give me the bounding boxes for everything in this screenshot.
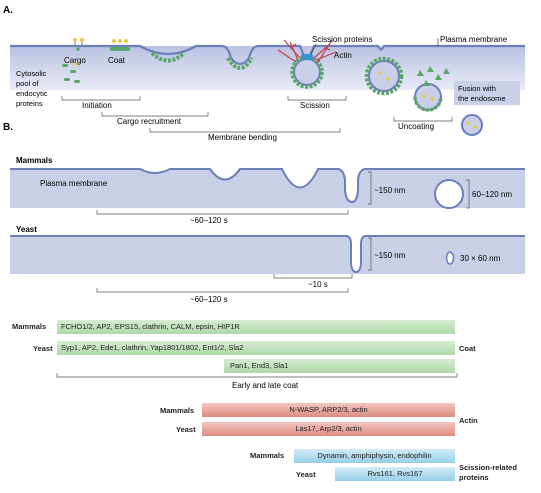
fusion-box: [454, 81, 520, 105]
scission-label-1: Scission-related: [459, 463, 517, 472]
mammals-time: ~60–120 s: [190, 216, 228, 225]
coat-cluster: [110, 39, 130, 51]
actin-mammals-species: Mammals: [160, 406, 195, 415]
deep-pit-coat: [226, 56, 254, 70]
coat-bracket-label: Early and late coat: [232, 381, 299, 390]
actin-label: Actin: [459, 416, 478, 425]
cargo-molecules: [73, 38, 84, 51]
yeast-dimension-marks: [96, 237, 372, 293]
coated-vesicle: [364, 56, 404, 96]
coat-yeast-species: Yeast: [33, 344, 53, 353]
panel-b-label: B.: [3, 122, 13, 133]
panel-a-brackets: [61, 96, 453, 133]
actin-filaments-icon: [277, 39, 337, 63]
mammals-neck-length: ~150 nm: [374, 186, 406, 195]
mammals-membrane: [10, 168, 525, 209]
actin-mammals-bar: N-WASP, ARP2/3, actin: [202, 403, 455, 417]
fusion-label-1: Fusion with: [458, 84, 496, 93]
mammals-vesicle-size: 60–120 nm: [472, 190, 512, 199]
cytosolic-label-2: pool of: [16, 79, 39, 88]
cytosolic-label-1: Cytosolic: [16, 69, 47, 78]
fusion-label-2: the endosome: [458, 94, 506, 103]
actin-yeast-species: Yeast: [176, 425, 196, 434]
pit-coat: [150, 51, 186, 63]
cytosolic-pool-icon: [62, 62, 80, 83]
uncoating-vesicle: [413, 83, 443, 112]
scission-proteins-label: Scission proteins: [312, 35, 372, 44]
cytosolic-label-4: proteins: [16, 99, 43, 108]
coat-yeast-bar: Syp1, AP2, Ede1, clathrin, Yap1801/1802,…: [57, 341, 455, 355]
plasma-membrane-label-a: Plasma membrane: [440, 35, 508, 44]
actin-label: Actin: [334, 51, 352, 60]
yeast-membrane: [10, 235, 525, 274]
scission-label-2: proteins: [459, 473, 489, 482]
yeast-short-time: ~10 s: [308, 280, 328, 289]
actin-yeast-bar: Las17, Arp2/3, actin: [202, 422, 455, 436]
uncoating-label: Uncoating: [398, 122, 434, 131]
coat-bracket: [56, 373, 458, 378]
fusion-vesicle: [461, 114, 483, 136]
cargo-label: Cargo: [64, 56, 86, 65]
coat-mammals-bar: FCHO1/2, AP2, EPS15, clathrin, CALM, eps…: [57, 320, 455, 334]
membrane-bending-label: Membrane bending: [208, 133, 277, 142]
cargo-recruitment-label: Cargo recruitment: [117, 117, 182, 126]
scission-yeast-species: Yeast: [296, 470, 316, 479]
mammals-dimension-marks: [96, 171, 470, 215]
yeast-neck-length: ~150 nm: [374, 251, 406, 260]
released-coat-proteins: [417, 66, 450, 86]
scission-vesicle: [290, 54, 324, 89]
coat-label: Coat: [459, 344, 476, 353]
scission-label: Scission: [300, 101, 330, 110]
coat-label: Coat: [108, 56, 126, 65]
yeast-time: ~60–120 s: [190, 295, 228, 304]
yeast-vesicle-size: 30 × 60 nm: [460, 254, 501, 263]
coat-late-bar: Pan1, End3, Sla1: [224, 359, 455, 373]
scission-mammals-bar: Dynamin, amphiphysin, endophilin: [294, 449, 455, 463]
initiation-label: Initiation: [82, 101, 112, 110]
yeast-label: Yeast: [16, 225, 37, 234]
panel-a-membrane: [10, 44, 525, 90]
panel-a-label: A.: [3, 5, 13, 16]
coat-mammals-species: Mammals: [12, 322, 47, 331]
plasma-membrane-label-b: Plasma membrane: [40, 179, 108, 188]
cytosolic-label-3: endocytic: [16, 89, 48, 98]
mammals-label: Mammals: [16, 156, 53, 165]
scission-mammals-species: Mammals: [250, 451, 285, 460]
scission-yeast-bar: Rvs161, Rvs167: [335, 467, 455, 481]
